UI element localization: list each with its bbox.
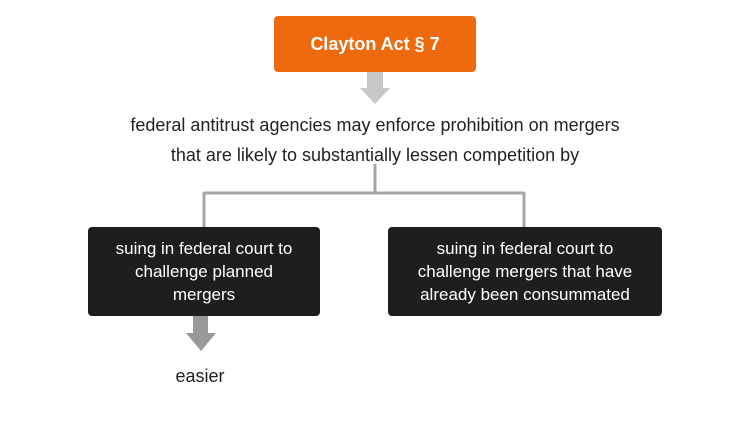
right-branch-box: suing in federal court to challenge merg… — [388, 227, 662, 316]
branch-connector — [202, 164, 526, 227]
statement-line-2: that are likely to substantially lessen … — [170, 145, 580, 165]
down-arrow-bottom — [186, 316, 216, 351]
right-branch-line-3: already been consummated — [420, 285, 630, 304]
left-branch-line-3: mergers — [172, 285, 236, 304]
right-branch-line-1: suing in federal court to — [436, 239, 614, 258]
title-text: Clayton Act § 7 — [310, 33, 440, 54]
left-branch-line-2: challenge planned — [134, 262, 273, 281]
left-branch-line-1: suing in federal court to — [115, 239, 293, 258]
statement-text: federal antitrust agencies may enforce p… — [75, 110, 675, 170]
statement-line-1: federal antitrust agencies may enforce p… — [130, 115, 620, 135]
outcome-label: easier — [175, 366, 225, 386]
right-branch-line-2: challenge mergers that have — [417, 262, 633, 281]
left-branch-box: suing in federal court to challenge plan… — [88, 227, 320, 316]
down-arrow-top — [360, 72, 390, 104]
title-box: Clayton Act § 7 — [274, 16, 476, 72]
